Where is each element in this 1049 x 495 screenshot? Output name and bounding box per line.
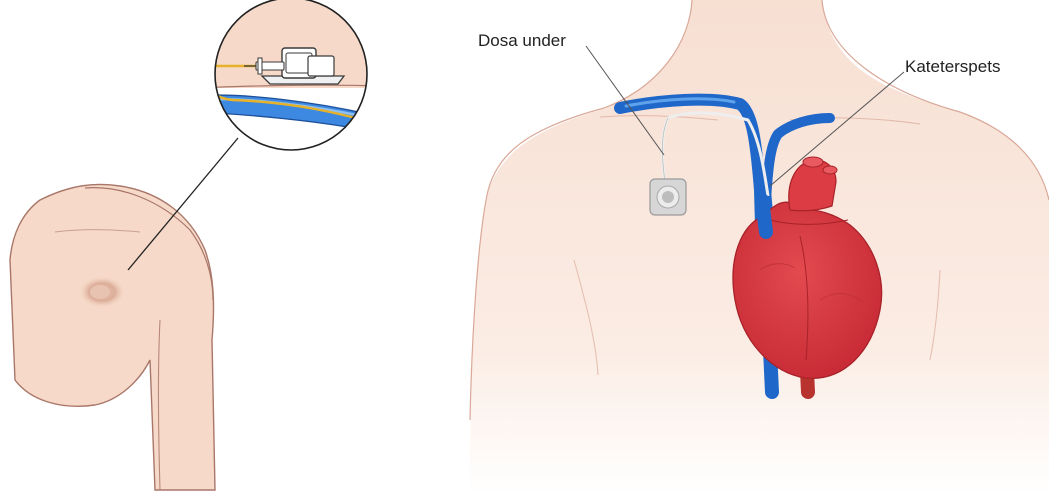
port-label: Dosa under: [478, 31, 566, 50]
chest-port: [650, 179, 686, 215]
shoulder-arm-figure: [10, 138, 238, 490]
magnifier-detail: [195, 0, 400, 150]
port-bump-center: [90, 285, 110, 299]
catheter-tip-label: Kateterspets: [905, 57, 1000, 76]
